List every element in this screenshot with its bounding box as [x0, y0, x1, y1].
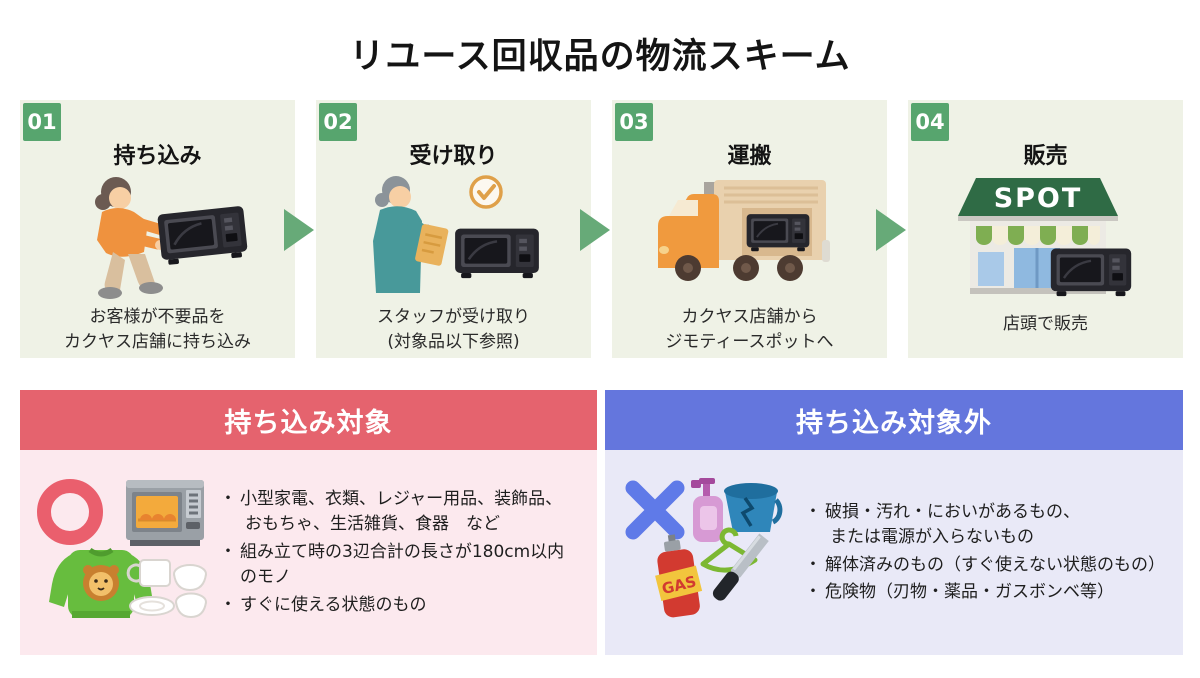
step-number-badge: 02 [319, 103, 357, 141]
list-item: ・ 小型家電、衣類、レジャー用品、装飾品、 おもちゃ、生活雑貨、食器 など [216, 487, 581, 538]
storefront-illustration: SPOT [908, 170, 1183, 306]
bullet-dot: ・ [804, 554, 822, 575]
step-title: 受け取り [409, 144, 498, 169]
bent-hanger-icon [700, 527, 758, 572]
step-title: 運搬 [727, 144, 772, 169]
cracked-bucket-icon [724, 482, 783, 532]
bullet-dot: ・ [804, 501, 822, 522]
steps-row: 01 持ち込み [20, 100, 1183, 358]
step-card-receive: 02 受け取り [316, 100, 591, 358]
customer-carrying-microwave-illustration [20, 170, 295, 306]
pump-bottle-icon [691, 477, 723, 542]
knife-icon [712, 533, 769, 601]
step-description: カクヤス店舗から ジモティースポットへ [665, 307, 834, 352]
step-card-transport: 03 運搬 [612, 100, 887, 358]
clipboard-icon [414, 224, 448, 266]
step-number-badge: 01 [23, 103, 61, 141]
flow-arrow-icon [876, 209, 906, 251]
spot-store-icon: SPOT [957, 178, 1118, 294]
not-accepted-item-list: ・ 破損・汚れ・においがあるもの、 または電源が入らないもの ・ 解体済みのもの… [801, 500, 1167, 606]
step-title: 販売 [1023, 144, 1068, 169]
list-item: ・ 組み立て時の3辺合計の長さが180cm以内のモノ [216, 540, 581, 591]
step-number-badge: 03 [615, 103, 653, 141]
bullet-dot: ・ [219, 541, 237, 562]
check-icon [468, 175, 503, 209]
list-item: ・ 破損・汚れ・においがあるもの、 または電源が入らないもの [801, 500, 1167, 551]
cross-mark-icon [625, 480, 685, 539]
accepted-panel-body: ・ 小型家電、衣類、レジャー用品、装飾品、 おもちゃ、生活雑貨、食器 など ・ … [20, 450, 597, 655]
step-card-bring-in: 01 持ち込み [20, 100, 295, 358]
accepted-panel-title: 持ち込み対象 [20, 390, 597, 450]
storefront-illustration-svg: SPOT [957, 178, 1132, 297]
not-accepted-icons: GAS [625, 477, 783, 617]
microwave-icon [1049, 247, 1132, 297]
customer-figure [94, 177, 169, 299]
list-item: ・ 危険物（刃物・薬品・ガスボンベ等） [801, 580, 1167, 606]
store-sign-label: SPOT [993, 183, 1082, 214]
list-item: ・ すぐに使える状態のもの [216, 593, 581, 619]
microwave-icon [745, 213, 810, 252]
truck-illustration-svg [657, 180, 830, 281]
store-awning [975, 226, 1100, 245]
circle-mark-icon [37, 478, 103, 545]
bullet-dot: ・ [804, 582, 822, 602]
not-accepted-items-panel: 持ち込み対象外 [605, 390, 1183, 655]
not-accepted-panel-title: 持ち込み対象外 [605, 390, 1183, 450]
microwave-icon [155, 204, 249, 267]
microwave-icon [453, 227, 540, 279]
bullet-dot: ・ [219, 488, 237, 509]
bullet-dot: ・ [219, 594, 237, 615]
toaster-oven-icon [126, 479, 204, 546]
gas-canister-icon: GAS [655, 533, 703, 617]
step-title: 持ち込み [113, 144, 202, 169]
staff-illustration-svg [372, 175, 540, 293]
flow-arrow-icon [284, 209, 314, 251]
staff-figure [372, 176, 448, 293]
staff-receiving-illustration [316, 170, 591, 306]
step-description: お客様が不要品を カクヤス店舗に持ち込み [64, 307, 251, 352]
accepted-icons [37, 478, 208, 618]
step-description: スタッフが受け取り (対象品以下参照) [377, 307, 530, 352]
step-description: 店頭で販売 [1003, 313, 1088, 334]
list-item: ・ 解体済みのもの（すぐ使えない状態のもの） [801, 553, 1167, 579]
flow-arrow-icon [580, 209, 610, 251]
step-card-sell: 04 販売 SPOT [908, 100, 1183, 358]
truck-icon [657, 180, 830, 281]
lion-sweater-icon [49, 547, 153, 618]
step-number-badge: 04 [911, 103, 949, 141]
accepted-items-panel: 持ち込み対象 [20, 390, 597, 655]
accepted-item-list: ・ 小型家電、衣類、レジャー用品、装飾品、 おもちゃ、生活雑貨、食器 など ・ … [216, 487, 581, 619]
truck-illustration [612, 170, 887, 306]
dishes-icon [126, 558, 208, 618]
not-accepted-panel-body: GAS ・ 破損・汚れ・においがあるもの、 または電源が入らないもの [605, 450, 1183, 655]
customer-illustration-svg [94, 177, 249, 299]
page-title: リユース回収品の物流スキーム [349, 37, 851, 77]
